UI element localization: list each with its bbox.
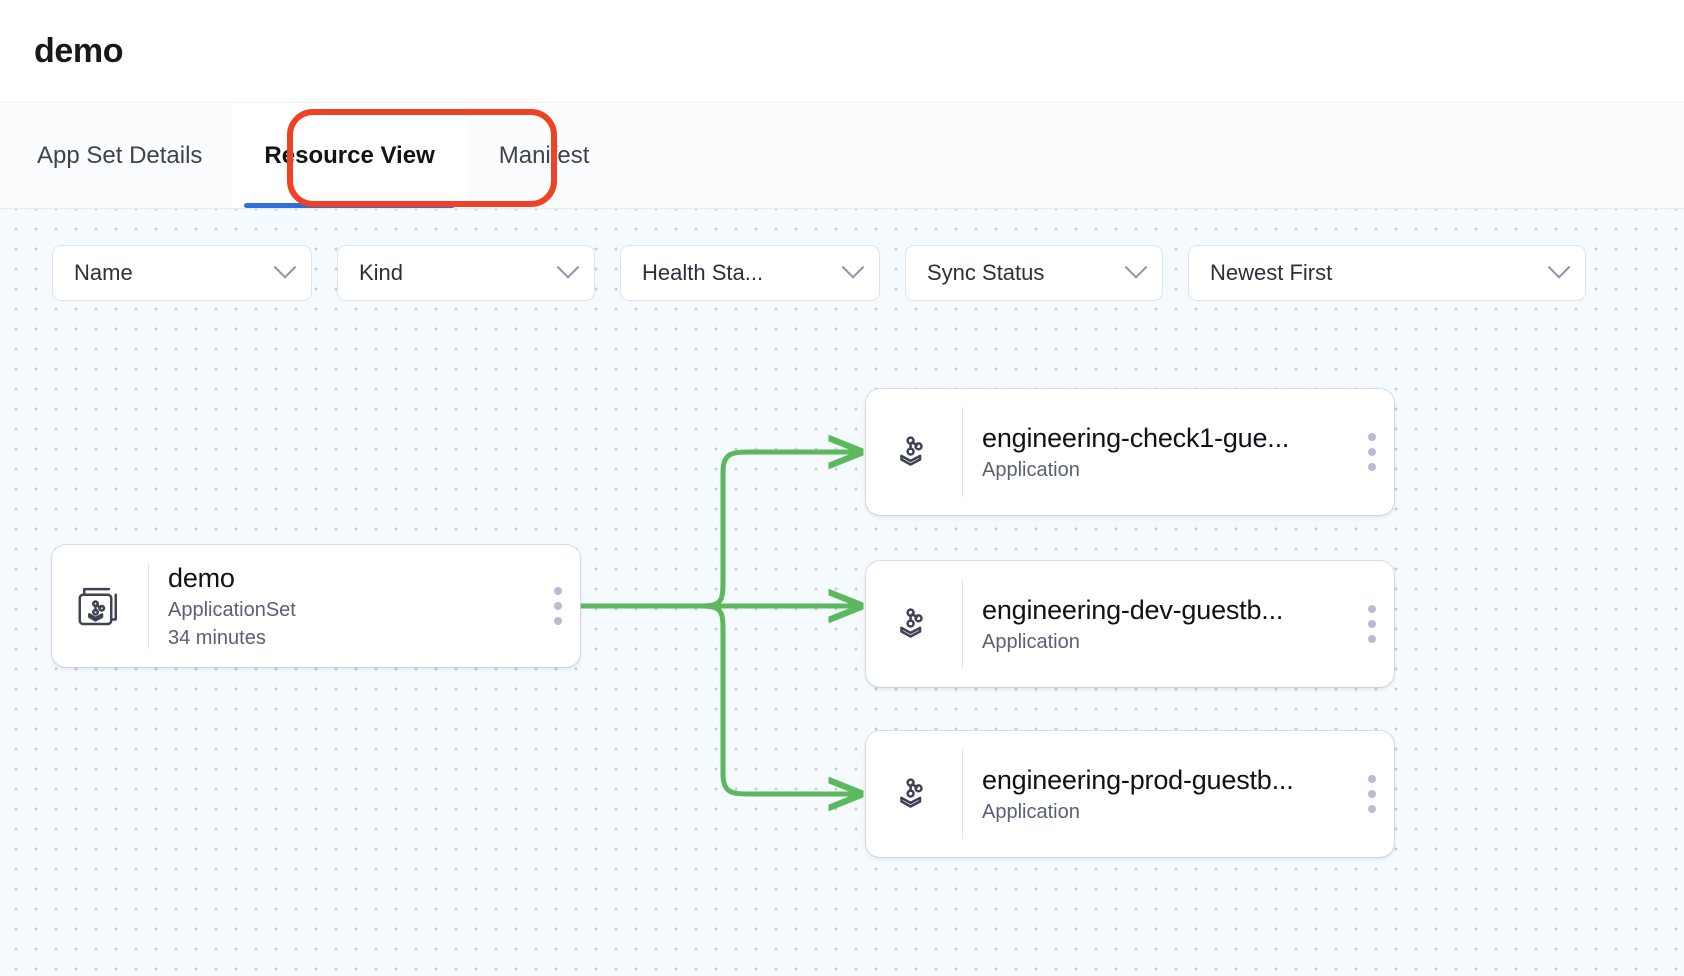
application-icon [866,769,962,819]
node-kind: Application [982,800,1080,823]
application-icon [866,427,962,477]
kebab-dot [1368,448,1376,456]
node-body: demo ApplicationSet 34 minutes [149,563,536,650]
filter-kind[interactable]: Kind [337,245,595,301]
graph-node-application-0[interactable]: engineering-check1-gue... Application [866,389,1394,515]
tab-resource-view[interactable]: Resource View [232,103,467,208]
kebab-dot [554,617,562,625]
filter-name[interactable]: Name [52,245,312,301]
tab-label: Manifest [498,141,590,169]
page-header: demo [0,0,1684,103]
kebab-dot [1368,463,1376,471]
node-title: engineering-prod-guestb... [982,764,1294,795]
node-menu-button[interactable] [1350,561,1394,687]
chevron-down-icon [841,256,865,279]
node-menu-button[interactable] [1350,731,1394,857]
kebab-dot [1368,790,1376,798]
kebab-dot [1368,620,1376,628]
node-menu-button[interactable] [536,545,580,667]
chevron-down-icon [556,256,580,279]
tab-app-set-details[interactable]: App Set Details [34,103,232,208]
filter-health-status[interactable]: Health Sta... [620,245,880,301]
kebab-dot [1368,775,1376,783]
application-icon [866,599,962,649]
node-title: demo [168,562,235,593]
node-body: engineering-prod-guestb... Application [963,765,1350,824]
node-menu-button[interactable] [1350,389,1394,515]
filter-bar: Name Kind Health Sta... Sync Status Newe… [52,245,1586,301]
filter-label: Name [74,260,133,285]
node-body: engineering-dev-guestb... Application [963,595,1350,654]
graph-node-application-2[interactable]: engineering-prod-guestb... Application [866,731,1394,857]
filter-label: Kind [359,260,404,285]
graph-node-applicationset[interactable]: demo ApplicationSet 34 minutes [52,545,580,667]
chevron-down-icon [273,256,297,279]
node-kind: ApplicationSet [168,598,296,621]
node-age: 34 minutes [168,626,266,649]
node-kind: Application [982,458,1080,481]
filter-sort-order[interactable]: Newest First [1188,245,1586,301]
graph-node-application-1[interactable]: engineering-dev-guestb... Application [866,561,1394,687]
edge-to-child-0 [697,452,860,609]
filter-label: Newest First [1210,260,1333,285]
node-title: engineering-dev-guestb... [982,594,1284,625]
node-divider [962,749,963,839]
filter-sync-status[interactable]: Sync Status [905,245,1163,301]
filter-label: Health Sta... [642,260,764,285]
edge-to-child-2 [697,603,860,794]
node-body: engineering-check1-gue... Application [963,423,1350,482]
tab-label: App Set Details [37,141,203,169]
tab-manifest[interactable]: Manifest [467,103,622,208]
kebab-dot [1368,605,1376,613]
chevron-down-icon [1547,256,1571,279]
kebab-dot [1368,805,1376,813]
resource-graph-canvas[interactable]: Name Kind Health Sta... Sync Status Newe… [0,209,1684,976]
kebab-dot [1368,433,1376,441]
application-set-icon [52,579,148,633]
page-title: demo [34,31,124,70]
kebab-dot [554,602,562,610]
chevron-down-icon [1124,256,1148,279]
node-divider [148,563,149,649]
node-kind: Application [982,630,1080,653]
tab-bar: App Set Details Resource View Manifest [0,103,1684,209]
filter-label: Sync Status [927,260,1045,285]
node-divider [962,407,963,497]
node-title: engineering-check1-gue... [982,422,1290,453]
kebab-dot [554,587,562,595]
tab-label: Resource View [264,141,435,169]
node-divider [962,579,963,669]
kebab-dot [1368,635,1376,643]
